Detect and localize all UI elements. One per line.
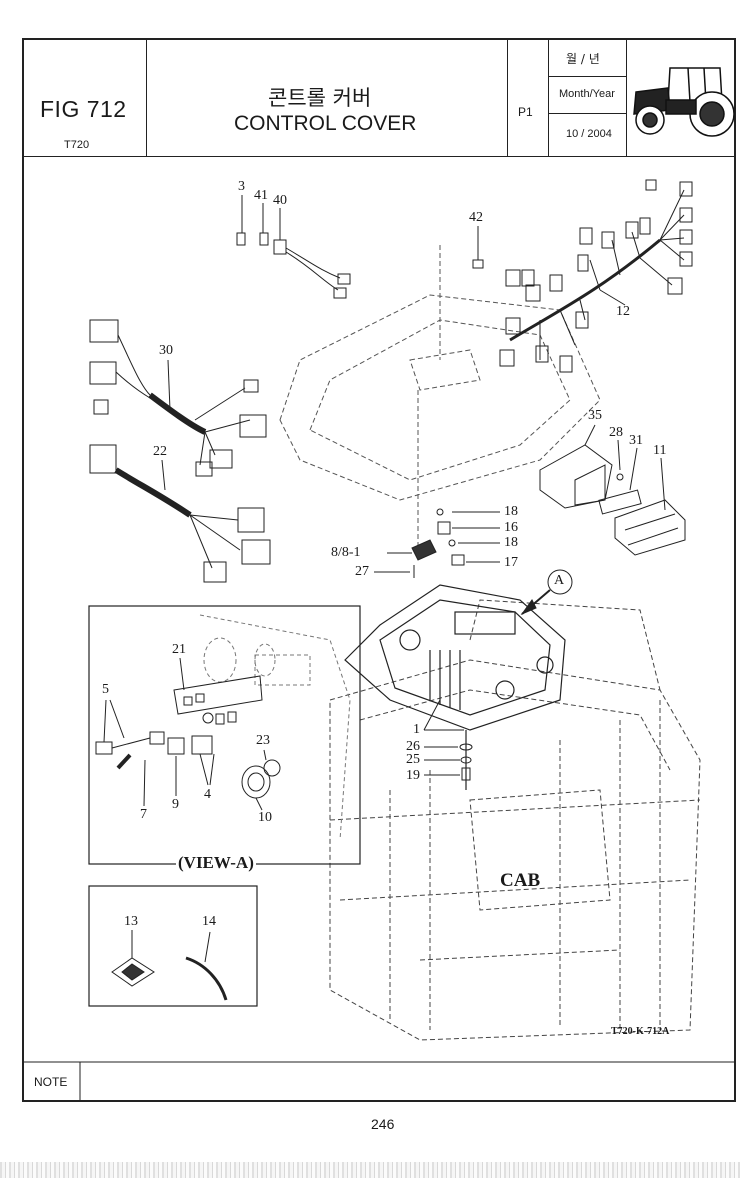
page-number: 246: [371, 1116, 395, 1132]
part-label-42: 42: [469, 210, 483, 225]
header-divider-1: [146, 38, 147, 156]
part-label-13: 13: [124, 914, 138, 929]
view-caption: (VIEW-A): [176, 853, 256, 873]
part-label-4: 4: [204, 787, 211, 802]
scan-edge-artifact: [0, 1162, 740, 1178]
view-marker: A: [554, 573, 565, 588]
part-label-16: 16: [504, 520, 518, 535]
header-divider-4: [626, 38, 627, 156]
title-english: CONTROL COVER: [234, 112, 417, 135]
part-label-27: 27: [355, 564, 369, 579]
part-label-31: 31: [629, 433, 643, 448]
header-divider-3: [548, 38, 549, 156]
part-label-5: 5: [102, 682, 109, 697]
part-label-1: 1: [413, 722, 420, 737]
fig-label: FIG 712: [40, 96, 127, 122]
part-label-40: 40: [273, 193, 287, 208]
part-label-19: 19: [406, 768, 420, 783]
part-label-7: 7: [140, 807, 147, 822]
date-value: 10 / 2004: [566, 128, 612, 140]
drawing-code: T720-K-712A: [611, 1026, 670, 1037]
part-label-8: 8/8-1: [331, 545, 361, 560]
part-label-41: 41: [254, 188, 268, 203]
note-label: NOTE: [34, 1075, 68, 1089]
page-frame: [22, 38, 736, 1102]
part-label-30: 30: [159, 343, 173, 358]
model-label: T720: [64, 139, 90, 151]
part-label-26: 26: [406, 739, 420, 754]
part-label-3: 3: [238, 179, 245, 194]
part-label-23: 23: [256, 733, 270, 748]
part-label-28: 28: [609, 425, 623, 440]
date-header-english: Month/Year: [559, 88, 615, 100]
title-korean: 콘트롤 커버: [268, 86, 372, 110]
part-label-14: 14: [202, 914, 216, 929]
part-label-25: 25: [406, 752, 420, 767]
part-label-11: 11: [653, 443, 667, 458]
date-header-korean: 월 / 년: [566, 52, 600, 66]
part-label-22: 22: [153, 444, 167, 459]
part-label-18b: 18: [504, 535, 518, 550]
part-label-10: 10: [258, 810, 272, 825]
date-rule-2: [548, 113, 626, 114]
page-code: P1: [518, 105, 533, 119]
part-label-9: 9: [172, 797, 179, 812]
cab-label: CAB: [500, 870, 541, 891]
part-label-21: 21: [172, 642, 186, 657]
part-label-17: 17: [504, 555, 518, 570]
part-label-18a: 18: [504, 504, 518, 519]
header-divider-2: [507, 38, 508, 156]
part-label-35: 35: [588, 408, 602, 423]
date-rule-1: [548, 76, 626, 77]
part-label-12: 12: [616, 304, 630, 319]
header-bottom-rule: [22, 156, 736, 157]
